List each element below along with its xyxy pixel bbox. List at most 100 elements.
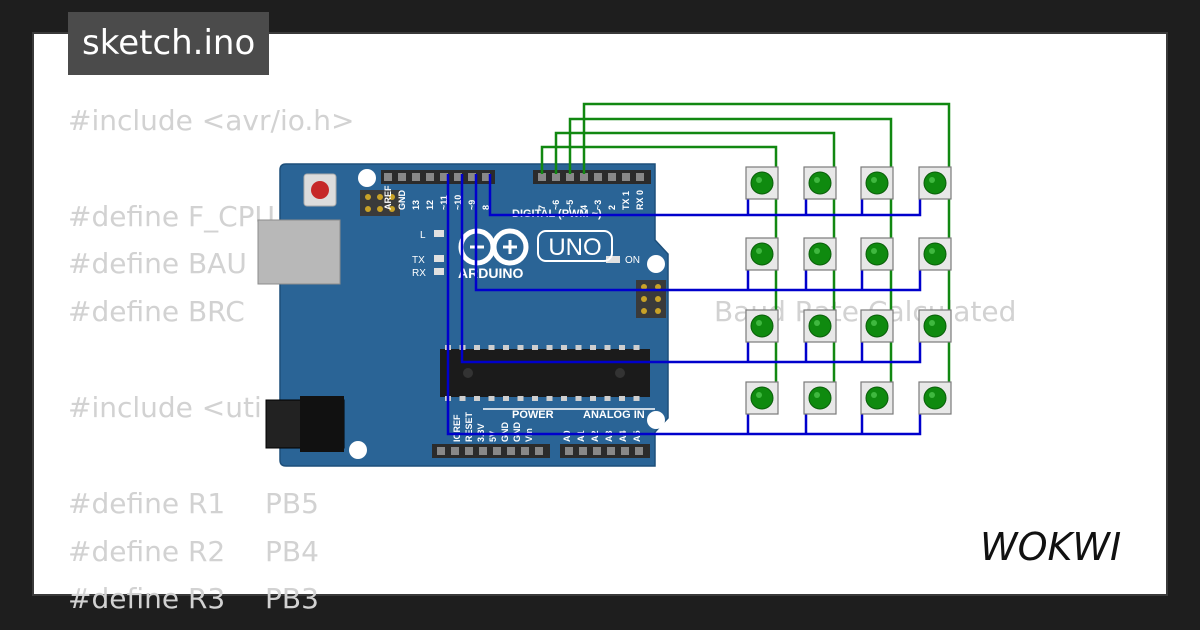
keypad-button[interactable] — [745, 166, 779, 200]
header-pin[interactable] — [521, 447, 529, 455]
header-pin[interactable] — [580, 173, 588, 181]
wire-row-1 — [488, 174, 922, 217]
header-pin[interactable] — [622, 173, 630, 181]
bottom-pin-row — [437, 447, 643, 455]
wokwi-logo-text: WOKWI — [980, 525, 1121, 569]
chip-dot-icon — [615, 368, 625, 378]
header-pin[interactable] — [451, 447, 459, 455]
keypad-button[interactable] — [918, 166, 952, 200]
keypad-button[interactable] — [803, 381, 837, 415]
led-tx-icon — [434, 255, 444, 262]
keypad-button[interactable] — [918, 309, 952, 343]
wire-col-2 — [554, 131, 836, 174]
header-pin[interactable] — [493, 447, 501, 455]
keypad-button[interactable] — [745, 309, 779, 343]
header-pin[interactable] — [437, 447, 445, 455]
keypad-button[interactable] — [860, 166, 894, 200]
header-pin[interactable] — [607, 447, 615, 455]
pin-label: RX 0 — [635, 190, 645, 210]
pin-label: 12 — [425, 200, 435, 210]
code-value: PB4 — [265, 535, 319, 568]
keypad-button[interactable] — [745, 237, 779, 271]
pin-label: TX 1 — [621, 191, 631, 210]
code-line: #define F_CPU — [68, 200, 276, 233]
keypad-button[interactable] — [803, 166, 837, 200]
header-pin[interactable] — [594, 173, 602, 181]
pin-label: 4 — [579, 205, 589, 210]
header-pin[interactable] — [565, 447, 573, 455]
wire-col-1 — [540, 145, 778, 174]
top-pin-row — [384, 173, 644, 181]
header-pin[interactable] — [426, 173, 434, 181]
header-pin[interactable] — [538, 173, 546, 181]
header-strip-bottom-left — [432, 444, 550, 458]
keypad-button[interactable] — [745, 381, 779, 415]
header-pin[interactable] — [636, 173, 644, 181]
usb-port-icon — [257, 219, 341, 285]
keypad-button[interactable] — [860, 381, 894, 415]
file-tab[interactable]: sketch.ino — [68, 12, 270, 75]
keypad-button[interactable] — [803, 237, 837, 271]
header-pin[interactable] — [482, 173, 490, 181]
keypad-button[interactable] — [918, 237, 952, 271]
header-pin[interactable] — [552, 173, 560, 181]
header-pin[interactable] — [412, 173, 420, 181]
wire-row-2 — [474, 174, 922, 292]
header-pin[interactable] — [465, 447, 473, 455]
chip-pin — [474, 345, 480, 350]
header-pin[interactable] — [468, 173, 476, 181]
analog-header-label: ANALOG IN — [583, 409, 645, 421]
keypad-button[interactable] — [860, 309, 894, 343]
chip-pin — [546, 396, 553, 401]
header-pin[interactable] — [535, 447, 543, 455]
chip-pin — [459, 396, 466, 401]
chip-pin — [561, 396, 567, 401]
chip-pin — [575, 345, 582, 350]
pin-label: A2 — [590, 430, 600, 442]
header-pin[interactable] — [384, 173, 392, 181]
header-pin[interactable] — [566, 173, 574, 181]
pin-label: A4 — [618, 430, 628, 442]
header-pin[interactable] — [454, 173, 462, 181]
pin-label: A3 — [604, 430, 614, 442]
pin-label: A1 — [576, 430, 586, 442]
model-badge — [537, 230, 613, 262]
keypad-button[interactable] — [860, 237, 894, 271]
header-pin[interactable] — [579, 447, 587, 455]
header-pin[interactable] — [440, 173, 448, 181]
row-wires — [446, 174, 922, 436]
keypad-matrix — [745, 166, 952, 415]
code-value: PB5 — [265, 487, 319, 520]
header-pin[interactable] — [507, 447, 515, 455]
code-line: #define R3 — [68, 582, 226, 615]
header-pin[interactable] — [608, 173, 616, 181]
chip-pin — [488, 396, 495, 401]
chip-pin — [532, 396, 538, 401]
header-pin[interactable] — [479, 447, 487, 455]
header-pin[interactable] — [398, 173, 406, 181]
pin-label: 2 — [607, 205, 617, 210]
pin-label: 7 — [537, 205, 547, 210]
header-pin[interactable] — [593, 447, 601, 455]
mount-hole-icon — [647, 255, 665, 273]
header-pin[interactable] — [635, 447, 643, 455]
chip-pin — [604, 345, 611, 350]
code-line: #include <avr/io.h> — [68, 104, 355, 137]
pin-label: ~5 — [565, 200, 575, 210]
chip-pin — [561, 345, 567, 350]
header-pin[interactable] — [621, 447, 629, 455]
led-rx-icon — [434, 268, 444, 275]
chip-pin — [488, 345, 495, 350]
pin-label: ~3 — [593, 200, 603, 210]
wire-row-3 — [460, 174, 922, 364]
chip-dot-icon — [463, 368, 473, 378]
pin-label: RESET — [464, 411, 474, 442]
keypad-button[interactable] — [803, 309, 837, 343]
code-value: PB3 — [265, 582, 319, 615]
wire-col-4 — [582, 102, 951, 174]
pin-label: ~6 — [551, 200, 561, 210]
keypad-button[interactable] — [918, 381, 952, 415]
pin-label: 13 — [411, 200, 421, 210]
pin-label: ~9 — [467, 200, 477, 210]
led-l-icon — [434, 230, 444, 237]
